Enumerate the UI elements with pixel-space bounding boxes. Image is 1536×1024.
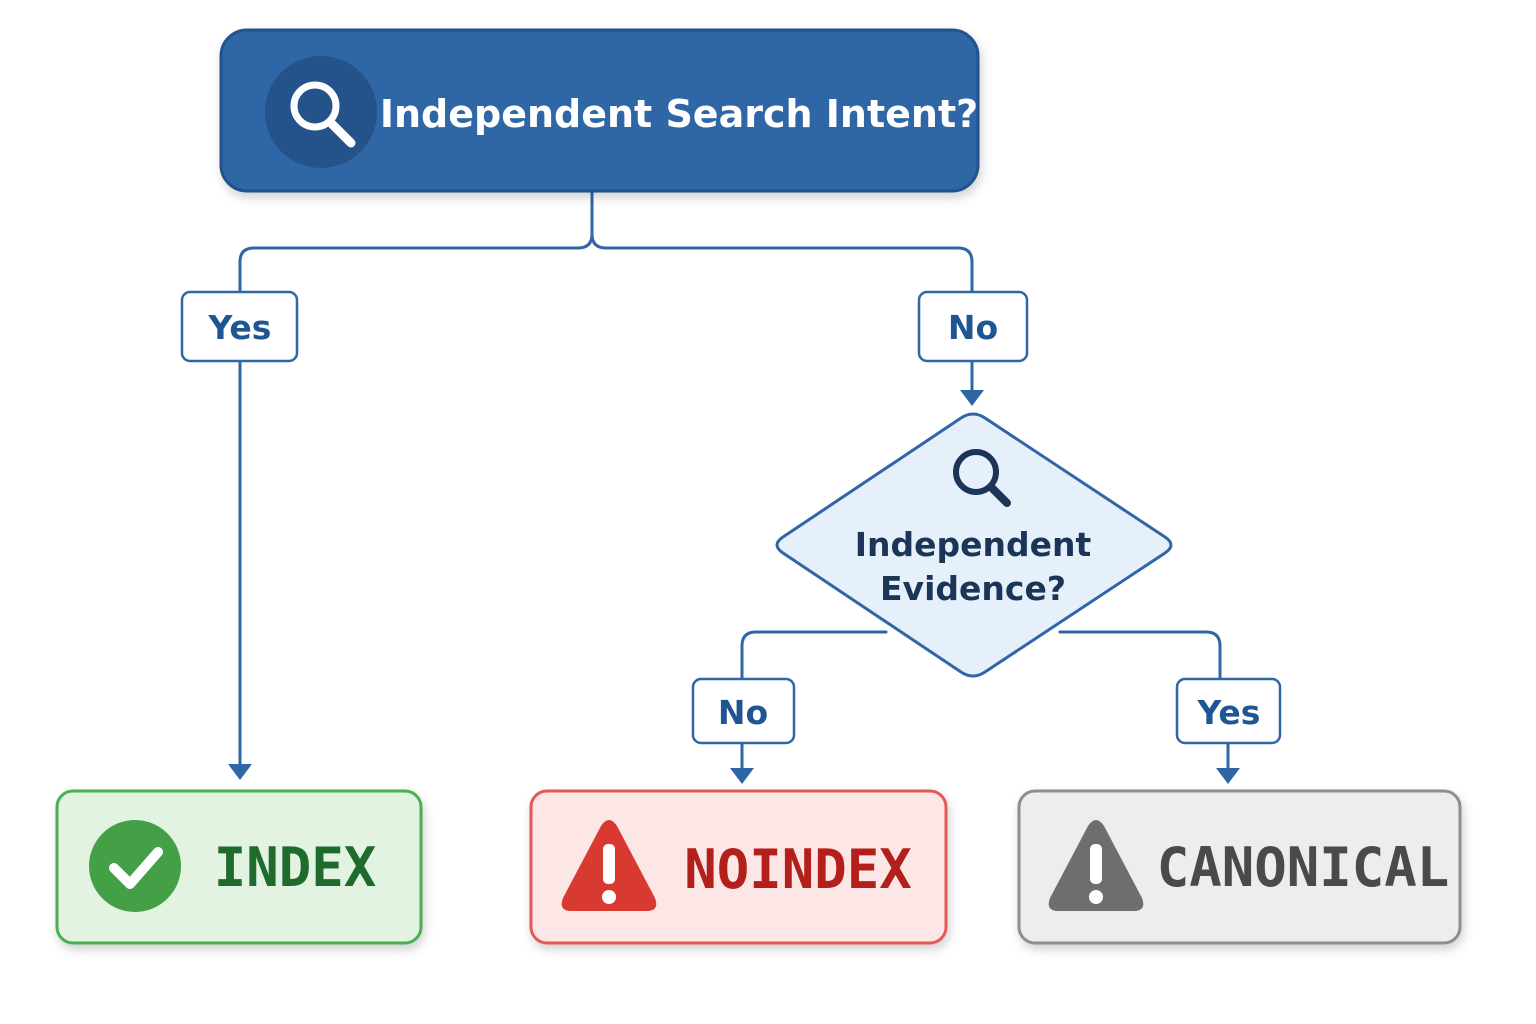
arrow-to-noindex [730, 768, 754, 784]
outcome-noindex: NOINDEX [529, 789, 948, 945]
label-top-no: No [917, 290, 1029, 363]
start-question: Independent Search Intent? [380, 92, 978, 136]
outcome-canonical-label: CANONICAL [1157, 836, 1450, 899]
label-top-no-text: No [948, 308, 998, 347]
start-node: Independent Search Intent? [219, 28, 980, 193]
outcome-noindex-label: NOINDEX [684, 838, 912, 901]
connector-start-yes [238, 190, 594, 294]
connectors [228, 190, 1240, 784]
decision-node: Independent Evidence? [775, 412, 1173, 678]
outcome-canonical: CANONICAL [1017, 789, 1462, 945]
label-decision-yes-text: Yes [1197, 693, 1261, 732]
search-icon [953, 449, 1011, 507]
connector-start-no [590, 232, 974, 294]
label-decision-no: No [691, 677, 796, 745]
search-icon [265, 56, 377, 168]
check-circle-icon [89, 820, 181, 912]
arrow-to-index [228, 764, 252, 780]
warning-triangle-icon [1048, 820, 1144, 911]
label-decision-yes: Yes [1175, 677, 1282, 745]
connector-decision-yes [1058, 630, 1222, 681]
label-top-yes-text: Yes [208, 308, 272, 347]
connector-decision-no [740, 630, 888, 681]
outcome-index: INDEX [55, 789, 423, 945]
label-decision-no-text: No [718, 693, 768, 732]
arrow-to-decision [960, 390, 984, 406]
decision-line-2: Evidence? [880, 569, 1066, 608]
outcome-index-label: INDEX [214, 836, 377, 899]
label-top-yes: Yes [180, 290, 299, 363]
arrow-to-canonical [1216, 768, 1240, 784]
decision-line-1: Independent [855, 525, 1092, 564]
warning-triangle-icon [561, 820, 657, 911]
